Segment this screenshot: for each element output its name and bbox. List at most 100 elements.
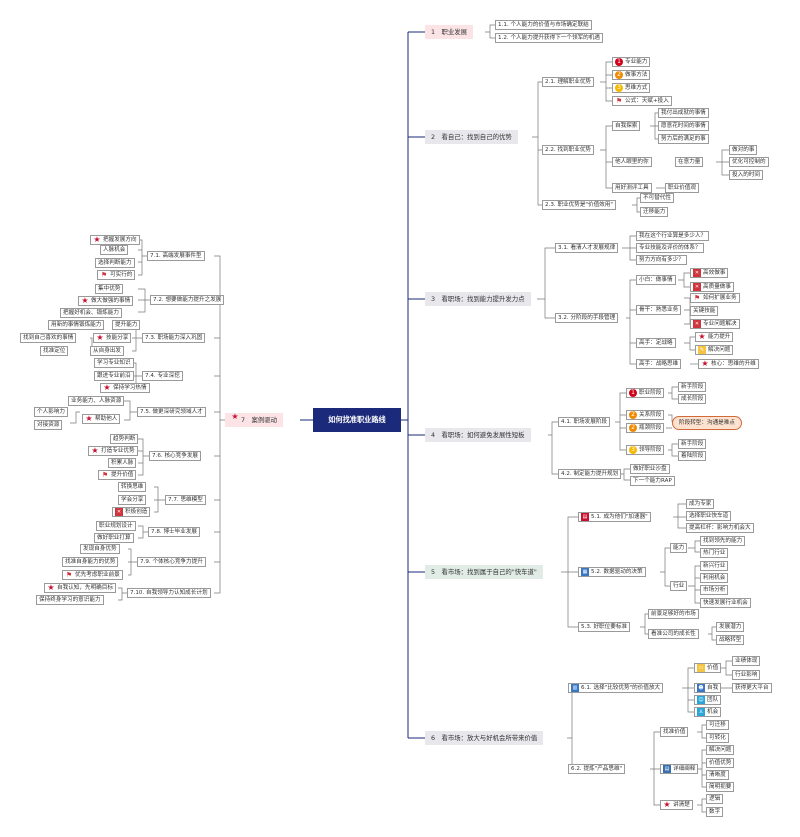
node-7-5[interactable]: 7.5. 做更深研究领域人才	[137, 407, 206, 417]
node-6-1-1-2[interactable]: 行业影响	[732, 670, 761, 680]
node-7-7-3[interactable]: ✕积极创造	[112, 507, 151, 517]
node-7-2-2[interactable]: ★做大做强的事情	[78, 296, 134, 306]
node-6-2-2[interactable]: ▤详细阐释	[660, 764, 699, 774]
node-2-3-2[interactable]: 迁移能力	[640, 207, 669, 217]
node-3-2-2[interactable]: 骨干：熟悉业务	[636, 305, 682, 315]
node-6-1-3[interactable]: ☺团队	[694, 695, 722, 705]
node-3-2-3-1[interactable]: ★能力提升	[695, 332, 734, 342]
node-4-2-2[interactable]: 下一个能力RAP	[630, 476, 675, 486]
node-4-1[interactable]: 4.1. 职场发展阶段	[558, 417, 611, 427]
node-2-2-1-2[interactable]: 愿意花时间的事情	[658, 121, 709, 131]
node-5-3-2-2[interactable]: 战略转型	[716, 635, 745, 645]
node-7-5-1[interactable]: 业务能力、人脉资源	[68, 396, 125, 406]
node-6-2-1-1[interactable]: 可迁移	[706, 720, 729, 730]
node-4-2[interactable]: 4.2. 制定能力提升规划	[558, 469, 622, 479]
node-3-2[interactable]: 3.2. 分阶段的手段管理	[555, 313, 619, 323]
node-4-1-4-1[interactable]: 新手阶段	[678, 439, 707, 449]
node-7-1-2[interactable]: 人脉机会	[100, 245, 129, 255]
section-1[interactable]: 1 职业发展	[425, 25, 474, 39]
node-5-1-2[interactable]: 选择职业快车道	[686, 511, 732, 521]
node-3-2-2-3[interactable]: ✕专业问题解决	[690, 319, 740, 329]
node-7-6-4[interactable]: ⚑提升价值	[98, 470, 137, 480]
node-7-9-1[interactable]: 发现自身优势	[80, 544, 120, 554]
node-5-3-2[interactable]: 看准公司的成长性	[648, 629, 699, 639]
node-7-2-3[interactable]: 把握好机会、锻炼能力	[60, 308, 122, 318]
central-topic[interactable]: 如何找准职业路线	[313, 408, 401, 432]
section-5[interactable]: 5 看市场：找到属于自己的"快车道"	[425, 565, 543, 579]
node-7-7[interactable]: 7.7. 思维模型	[165, 495, 206, 505]
node-7-4-2[interactable]: 跟进专业前沿	[94, 371, 134, 381]
node-7-6[interactable]: 7.6. 核心竞争发展	[149, 451, 202, 461]
node-5-2-2-1[interactable]: 新兴行业	[700, 561, 729, 571]
node-7-7-2[interactable]: 学会分享	[118, 495, 147, 505]
node-5-2-1-1[interactable]: 找到领先的能力	[700, 536, 746, 546]
node-7-1[interactable]: 7.1. 高端发展事件型	[147, 251, 205, 261]
node-6-2-2-2[interactable]: 价值优势	[706, 758, 735, 768]
node-7-5-3[interactable]: ★帮助他人	[82, 414, 121, 424]
node-2-3-1[interactable]: 不可替代性	[640, 193, 674, 203]
node-3-1-3[interactable]: 努力方向有多少？	[636, 255, 687, 265]
node-5-2-2-2[interactable]: 利用机会	[700, 573, 729, 583]
section-6[interactable]: 6 看市场：放大与好机会所带来价值	[425, 731, 544, 745]
node-5-2-2[interactable]: 行业	[670, 581, 688, 591]
node-7-10[interactable]: 7.10. 自我领导力认知成长计划	[127, 588, 211, 598]
node-6-2-1[interactable]: 找准价值	[660, 727, 689, 737]
node-5-2-2-4[interactable]: 快速发展行业机会	[700, 598, 751, 608]
node-3-2-1-1[interactable]: ✕高效做事	[690, 268, 729, 278]
node-7-10-1[interactable]: ★自我认知，先明确目标	[44, 583, 116, 593]
node-5-2-2-3[interactable]: 市场分析	[700, 585, 729, 595]
node-3-2-1[interactable]: 小白：做事情	[636, 275, 676, 285]
node-2-2-2[interactable]: 他人眼里的你	[612, 157, 652, 167]
node-2-2-2-1[interactable]: 在意力量	[675, 157, 704, 167]
node-1-2[interactable]: 1.2. 个人能力提升获得下一个领军的机遇	[495, 33, 603, 43]
node-3-2-3-2[interactable]: ✎解决问题	[695, 345, 734, 355]
node-7-3-5[interactable]: 从自身出发	[90, 346, 124, 356]
node-7-9-3[interactable]: ⚑优先考虑职业前景	[62, 570, 123, 580]
section-7[interactable]: ★7 案例驱动	[225, 413, 284, 427]
node-7-2[interactable]: 7.2. 想要做能力提升之发展	[150, 295, 225, 305]
node-7-6-1[interactable]: 趋势判断	[110, 434, 139, 444]
node-6-1-2[interactable]: ☻自我	[694, 683, 722, 693]
node-7-1-4[interactable]: ⚑可实行的	[97, 270, 136, 280]
node-6-1[interactable]: ▥6.1. 选择"比较优势"的价值放大	[568, 683, 664, 693]
node-7-5-2[interactable]: 个人影响力	[34, 407, 68, 417]
node-7-8-1[interactable]: 职业规划设计	[96, 521, 136, 531]
node-3-2-1-2[interactable]: ✕高质量做事	[690, 282, 734, 292]
node-5-3-2-1[interactable]: 发展潜力	[716, 622, 745, 632]
node-6-1-2-1[interactable]: 获得更大平台	[732, 683, 772, 693]
callout-bubble[interactable]: 阶段转型：沟通是难点	[672, 416, 742, 430]
node-6-2[interactable]: 6.2. 提炼"产品思维"	[568, 764, 626, 774]
node-2-3[interactable]: 2.3. 职业优势是"价值效用"	[542, 200, 616, 210]
node-2-2-1-3[interactable]: 努力后的满足的事	[658, 134, 709, 144]
node-7-3[interactable]: 7.3. 职场能力深入巩固	[142, 333, 206, 343]
node-2-2-3[interactable]: 用好测评工具	[612, 183, 652, 193]
node-5-1[interactable]: ▤5.1. 成为他们"加速器"	[578, 512, 651, 522]
node-7-4-1[interactable]: 学习专业知识	[94, 358, 134, 368]
node-2-2-1[interactable]: 自我探索	[612, 121, 641, 131]
node-4-1-1-1[interactable]: 新手阶段	[678, 382, 707, 392]
node-6-1-1[interactable]: ▭价值	[694, 663, 722, 673]
node-6-2-3[interactable]: ★讲清楚	[660, 800, 693, 810]
node-2-2-3-1[interactable]: 职业价值观	[665, 183, 699, 193]
node-4-1-1-2[interactable]: 成长阶段	[678, 394, 707, 404]
node-3-1-1[interactable]: 我在这个行业算是多少人？	[636, 231, 710, 241]
node-2-2-2-1-3[interactable]: 投入的时间	[729, 170, 763, 180]
node-2-2-1-1[interactable]: 我付出成就的事情	[658, 108, 709, 118]
node-3-2-4[interactable]: 高手：战略思维	[636, 359, 682, 369]
node-3-2-2-2[interactable]: 关键技能	[690, 306, 719, 316]
node-7-3-4[interactable]: 找到自己喜欢的事情	[20, 333, 77, 343]
node-6-2-2-3[interactable]: 清晰度	[706, 770, 729, 780]
node-5-3[interactable]: 5.3. 好职位要标准	[578, 622, 631, 632]
node-2-1[interactable]: 2.1. 理解职业优势	[542, 77, 595, 87]
node-7-1-3[interactable]: 选择判断能力	[95, 258, 135, 268]
node-7-9[interactable]: 7.9. 个体核心竞争力提升	[137, 557, 206, 567]
node-7-6-2[interactable]: ★打造专业优势	[88, 446, 138, 456]
node-7-7-1[interactable]: 转换思维	[118, 482, 147, 492]
node-7-1-1[interactable]: ★把握发展方向	[90, 235, 140, 245]
